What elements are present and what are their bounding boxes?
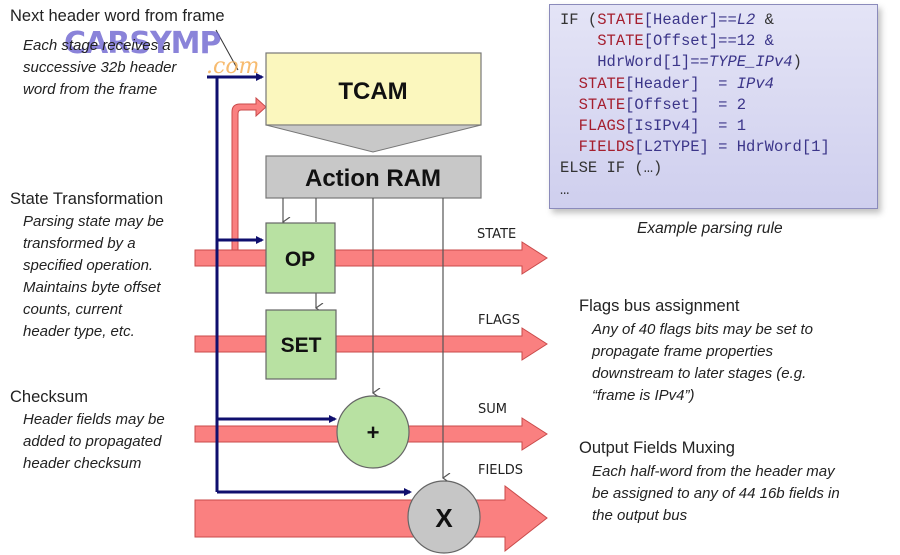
code-token: STATE: [597, 32, 644, 51]
description-line: the output bus: [592, 507, 688, 524]
description-line: header type, etc.: [23, 323, 135, 340]
description-line: “frame is IPv4”): [592, 387, 695, 404]
code-token: STATE: [597, 11, 644, 29]
state-bus-arrow: [194, 241, 548, 275]
output-fields-heading: Output Fields Muxing: [579, 439, 735, 457]
description-line: counts, current: [23, 301, 123, 318]
description-line: word from the frame: [23, 81, 158, 98]
fields-mux: [407, 480, 481, 554]
description-line: Header fields may be: [23, 411, 165, 428]
description-line: added to propagated: [23, 433, 162, 450]
code-token: IPv4: [736, 74, 774, 93]
code-token: [Header] =: [625, 74, 737, 93]
flags-bus-label: FLAGS: [478, 313, 520, 328]
code-token: [560, 53, 597, 71]
set-block: [265, 309, 337, 380]
header-word-heading: Next header word from frame: [10, 7, 225, 25]
code-token: &: [755, 11, 774, 29]
checksum-heading: Checksum: [10, 388, 88, 406]
flags-bus-arrow: [194, 327, 548, 361]
description-line: Maintains byte offset: [23, 279, 161, 296]
set-label: SET: [281, 334, 322, 357]
description-line: header checksum: [23, 455, 142, 472]
code-line: HdrWord[1]==TYPE_IPv4): [560, 52, 877, 73]
code-token: FIELDS: [578, 138, 635, 157]
flags-bus-description: Any of 40 flags bits may be set to propa…: [592, 319, 813, 407]
code-token: [560, 32, 597, 50]
fields-bus-label: FIELDS: [478, 463, 523, 478]
description-line: Each half-word from the header may: [592, 463, 835, 480]
code-token: STATE: [578, 95, 626, 114]
code-token: [L2TYPE] = HdrWord[1]: [634, 138, 830, 157]
action-ram-block: [265, 155, 482, 199]
code-token: [560, 96, 579, 114]
code-line: STATE[Offset] = 2: [560, 95, 877, 116]
tcam-to-ram-funnel: [265, 124, 482, 153]
code-token: [Header]==: [643, 11, 737, 29]
code-line: FIELDS[L2TYPE] = HdrWord[1]: [560, 137, 877, 158]
state-transformation-description: Parsing state may be transformed by a sp…: [23, 211, 164, 343]
description-line: specified operation.: [23, 257, 154, 274]
checksum-description: Header fields may be added to propagated…: [23, 409, 165, 475]
op-block: [265, 222, 336, 294]
code-token: [560, 117, 579, 135]
tcam-block: [265, 52, 482, 126]
code-token: TYPE_IPv4: [708, 53, 793, 72]
code-token: STATE: [578, 74, 626, 93]
code-line: ELSE IF (…): [560, 158, 877, 179]
code-line: IF (STATE[Header]==L2 &: [560, 10, 877, 31]
sum-bus-label: SUM: [478, 402, 507, 417]
code-token: [IsIPv4] = 1: [625, 116, 747, 135]
code-token: …: [560, 180, 570, 199]
fields-mux-label: X: [435, 503, 453, 533]
code-line: …: [560, 180, 877, 201]
code-token: ): [792, 53, 802, 72]
watermark-suffix: .com: [206, 54, 260, 79]
description-line: be assigned to any of 44 16b fields in: [592, 485, 840, 502]
description-line: propagate frame properties: [592, 343, 773, 360]
fields-bus-arrow: [194, 484, 548, 553]
header-word-description: Each stage receives a successive 32b hea…: [23, 35, 176, 101]
description-line: Any of 40 flags bits may be set to: [592, 321, 813, 338]
state-bus-label: STATE: [477, 227, 516, 242]
description-line: Each stage receives a: [23, 37, 171, 54]
code-token: IF (: [560, 11, 598, 29]
state-feedback-pipe: [231, 96, 267, 251]
description-line: downstream to later stages (e.g.: [592, 365, 807, 382]
code-token: FLAGS: [578, 116, 626, 135]
description-line: successive 32b header: [23, 59, 177, 76]
code-token: HdrWord[1]==: [597, 53, 709, 72]
code-token: [560, 75, 579, 93]
example-rule-box: IF (STATE[Header]==L2 & STATE[Offset]==1…: [549, 4, 878, 209]
code-line: STATE[Header] = IPv4: [560, 74, 877, 95]
state-transformation-heading: State Transformation: [10, 190, 164, 208]
checksum-adder-label: +: [367, 420, 380, 445]
example-rule-caption: Example parsing rule: [637, 220, 783, 237]
checksum-adder: [336, 395, 410, 469]
description-line: Parsing state may be: [23, 213, 164, 230]
code-token: ELSE IF (…): [560, 159, 663, 178]
code-token: [Offset] = 2: [625, 95, 747, 114]
code-line: STATE[Offset]==12 &: [560, 31, 877, 52]
code-token: [Offset]==12 &: [643, 32, 774, 51]
description-line: transformed by a: [23, 235, 136, 252]
watermark-logo: CARSYMP: [64, 26, 222, 61]
code-token: L2: [736, 11, 756, 29]
output-fields-description: Each half-word from the header may be as…: [592, 461, 840, 527]
code-line: FLAGS[IsIPv4] = 1: [560, 116, 877, 137]
code-token: [560, 138, 579, 156]
action-ram-label: Action RAM: [305, 165, 441, 192]
op-label: OP: [285, 248, 315, 271]
flags-bus-heading: Flags bus assignment: [579, 297, 740, 315]
heading-leader-line: [215, 29, 239, 71]
tcam-label: TCAM: [338, 78, 407, 105]
